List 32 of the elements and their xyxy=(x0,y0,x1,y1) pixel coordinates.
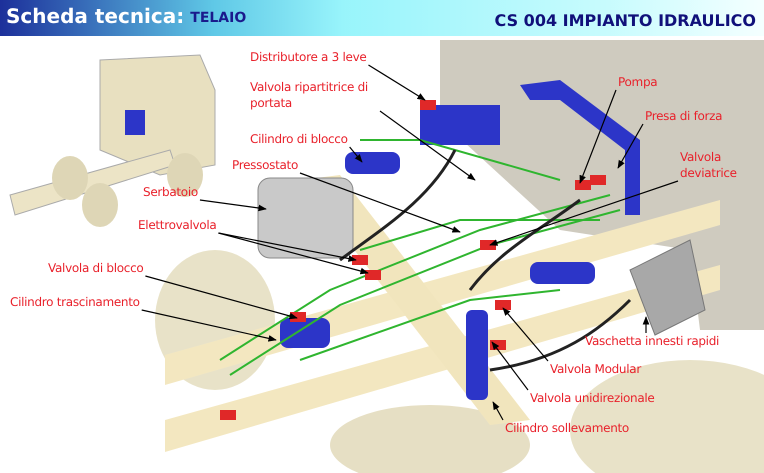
leader-line xyxy=(489,180,678,246)
part-label: Elettrovalvola xyxy=(138,217,216,233)
leader-line xyxy=(218,232,357,262)
leader-line xyxy=(492,401,504,420)
part-label: Distributore a 3 leve xyxy=(250,49,366,65)
part-label: Valvola deviatrice xyxy=(680,149,760,181)
page-title: Scheda tecnica: xyxy=(6,4,184,28)
leader-line xyxy=(218,232,369,274)
part-label: Cilindro sollevamento xyxy=(505,420,629,436)
leader-line xyxy=(200,199,267,212)
leader-line xyxy=(642,316,650,333)
part-label: Cilindro trascinamento xyxy=(10,294,140,310)
leader-line xyxy=(492,341,528,390)
leader-line xyxy=(368,64,426,100)
part-label: Cilindro di blocco xyxy=(250,131,348,147)
leader-line xyxy=(380,110,476,180)
leader-line xyxy=(145,275,298,320)
part-label: Pressostato xyxy=(232,157,298,173)
leader-line xyxy=(502,307,548,362)
part-label: Serbatoio xyxy=(143,184,198,200)
part-label: Pompa xyxy=(618,74,658,90)
part-label: Valvola ripartitrice di portata xyxy=(250,79,378,111)
leader-line xyxy=(300,172,461,233)
section-subtitle: TELAIO xyxy=(190,10,246,26)
leader-line xyxy=(579,90,617,184)
part-label: Valvola Modular xyxy=(550,361,641,377)
part-label: Valvola di blocco xyxy=(48,260,144,276)
part-label: Vaschetta innesti rapidi xyxy=(585,333,720,349)
part-label: Valvola unidirezionale xyxy=(530,390,655,406)
part-label: Presa di forza xyxy=(645,108,722,124)
sheet-heading: CS 004 IMPIANTO IDRAULICO xyxy=(494,11,756,30)
leader-line xyxy=(349,146,363,163)
